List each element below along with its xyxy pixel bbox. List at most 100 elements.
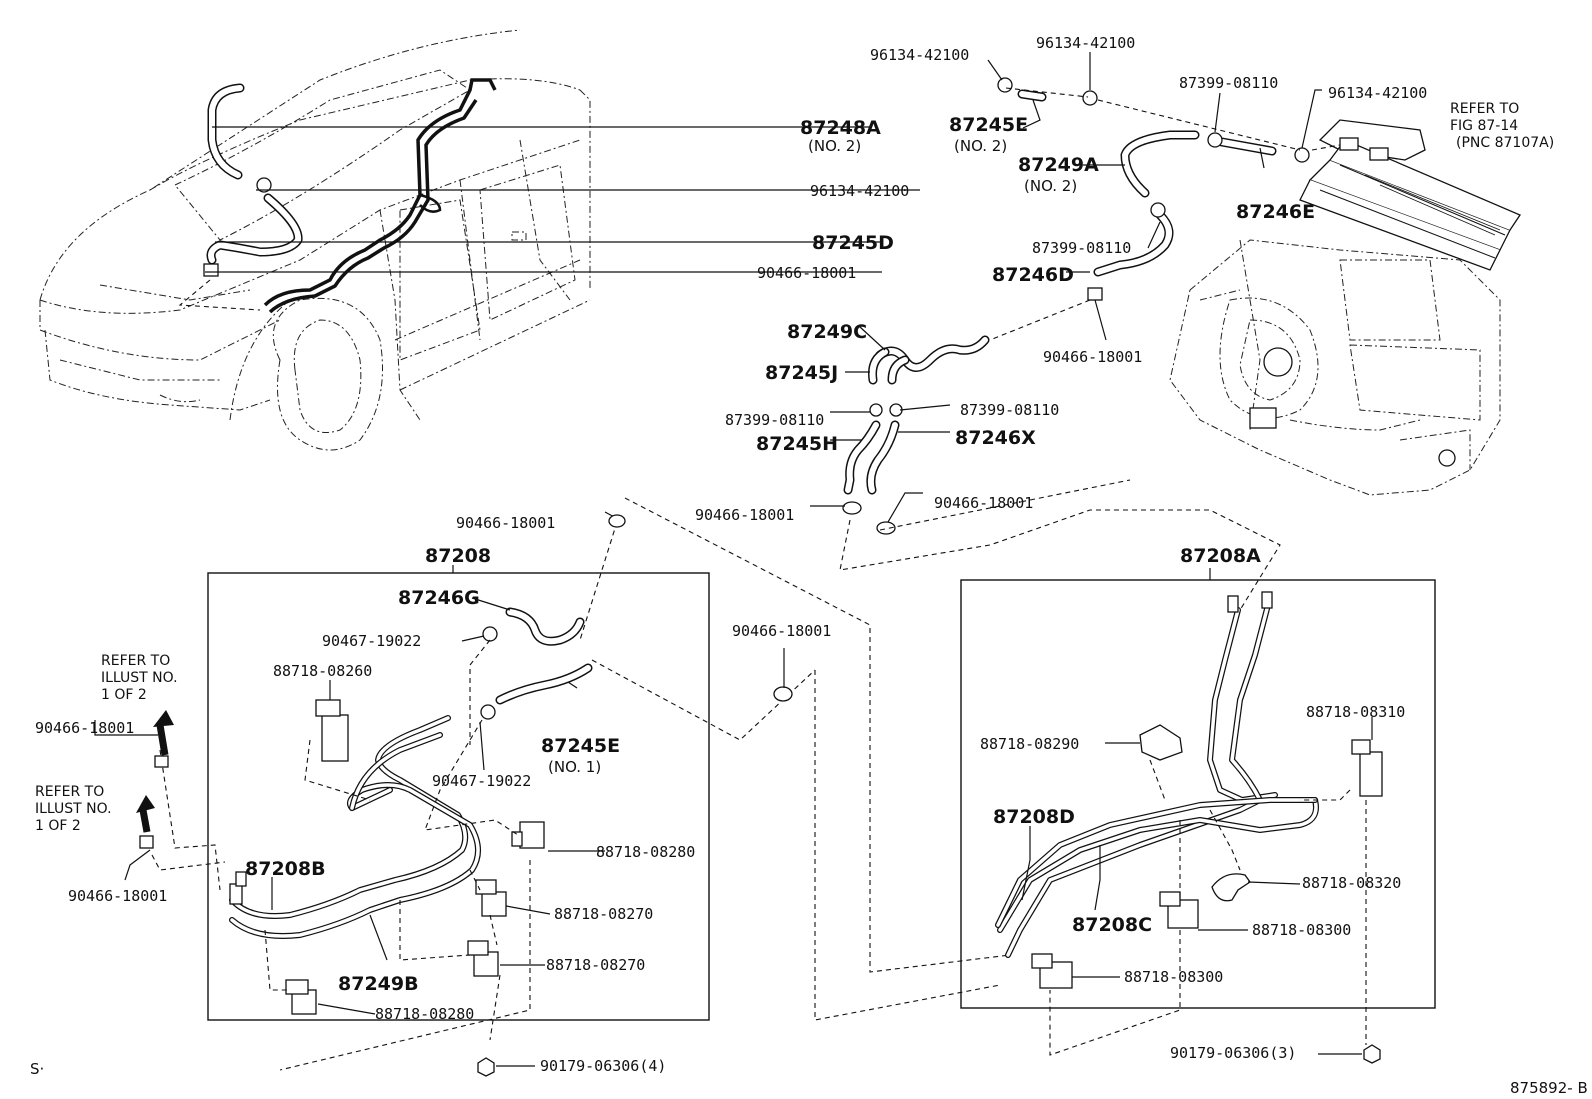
clip-icon bbox=[203, 263, 219, 277]
label-90466-18001-h: 90466-18001 bbox=[68, 887, 167, 905]
clip-icon bbox=[773, 686, 793, 702]
clip-icon bbox=[842, 501, 862, 515]
label-96134-42100-a: 96134-42100 bbox=[870, 46, 969, 64]
label-90466-18001-g: 90466-18001 bbox=[35, 719, 134, 737]
label-90466-18001-d: 90466-18001 bbox=[934, 494, 1033, 512]
label-88718-08260: 88718-08260 bbox=[273, 662, 372, 680]
label-87245e-bot-no: (NO. 1) bbox=[548, 758, 601, 776]
label-87245j: 87245J bbox=[765, 362, 838, 384]
label-88718-08300-a: 88718-08300 bbox=[1252, 921, 1351, 939]
illustration-number: 875892- B bbox=[1510, 1079, 1588, 1097]
clamp-icon bbox=[1294, 147, 1310, 163]
top-clamps bbox=[203, 77, 1310, 535]
label-87249a-no: (NO. 2) bbox=[1024, 177, 1077, 195]
part-labels: 96134-42100 96134-42100 87399-08110 9613… bbox=[30, 34, 1588, 1097]
right-box-leaders bbox=[1021, 568, 1373, 978]
clamp-icon bbox=[1150, 202, 1166, 218]
refer-fig-line2: FIG 87-14 bbox=[1450, 118, 1518, 134]
vehicle-outline-illustration bbox=[39, 29, 591, 451]
sensor-88718-08280-icon bbox=[519, 821, 545, 849]
refer-illus-b-line2: ILLUST NO. bbox=[35, 801, 112, 817]
right-box-dashed-lines bbox=[1049, 759, 1367, 1056]
label-87245h: 87245H bbox=[756, 433, 838, 455]
label-87245e-top: 87245E bbox=[949, 114, 1028, 136]
nut-90179-06306-b-icon bbox=[1363, 1044, 1381, 1064]
left-box-dashed-lines bbox=[151, 497, 1011, 1071]
label-88718-08270-a: 88718-08270 bbox=[554, 905, 653, 923]
clamp-icon bbox=[997, 77, 1013, 93]
label-90179-06306-4: 90179-06306(4) bbox=[540, 1057, 666, 1075]
label-90466-18001-c: 90466-18001 bbox=[695, 506, 794, 524]
label-87245d: 87245D bbox=[812, 232, 894, 254]
label-87208b: 87208B bbox=[245, 858, 326, 880]
label-87248a: 87248A bbox=[800, 117, 881, 139]
label-87208a: 87208A bbox=[1180, 545, 1261, 567]
top-leader-lines bbox=[205, 52, 1322, 523]
sensor-88718-08310-icon bbox=[1359, 751, 1383, 797]
refer-illus-b-line1: REFER TO bbox=[35, 784, 104, 800]
heater-core-illustration bbox=[1299, 119, 1521, 271]
label-87208: 87208 bbox=[425, 545, 491, 567]
label-90466-18001-e: 90466-18001 bbox=[456, 514, 555, 532]
label-88718-08280-b: 88718-08280 bbox=[375, 1005, 474, 1023]
refer-illus-a-line2: ILLUST NO. bbox=[101, 670, 178, 686]
sensor-88718-08270-icon bbox=[481, 891, 507, 917]
clamp-icon bbox=[482, 626, 498, 642]
label-87399-08110-b: 87399-08110 bbox=[1032, 239, 1131, 257]
label-87246e: 87246E bbox=[1236, 201, 1315, 223]
clip-icon bbox=[139, 835, 154, 849]
label-88718-08320: 88718-08320 bbox=[1302, 874, 1401, 892]
label-87246d: 87246D bbox=[992, 264, 1074, 286]
sensor-88718-08290-icon bbox=[1139, 724, 1183, 761]
label-88718-08300-b: 88718-08300 bbox=[1124, 968, 1223, 986]
refer-illus-a-line3: 1 OF 2 bbox=[101, 687, 147, 703]
outside-left-parts bbox=[94, 514, 793, 881]
refer-fig-line1: REFER TO bbox=[1450, 101, 1519, 117]
label-96134-42100-b: 96134-42100 bbox=[1036, 34, 1135, 52]
refer-illus-a-line1: REFER TO bbox=[101, 653, 170, 669]
label-88718-08280-a: 88718-08280 bbox=[596, 843, 695, 861]
label-87245e-top-no: (NO. 2) bbox=[954, 137, 1007, 155]
label-96134-42100-d: 96134-42100 bbox=[810, 182, 909, 200]
label-87399-08110-a: 87399-08110 bbox=[1179, 74, 1278, 92]
assembly-87208a-box bbox=[960, 579, 1436, 1009]
label-90467-19022-a: 90467-19022 bbox=[322, 632, 421, 650]
label-87248a-no: (NO. 2) bbox=[808, 137, 861, 155]
label-90179-06306-3: 90179-06306(3) bbox=[1170, 1044, 1296, 1062]
nut-90179-06306-icon bbox=[477, 1057, 495, 1077]
sensor-88718-08260-icon bbox=[321, 714, 349, 762]
label-96134-42100-c: 96134-42100 bbox=[1328, 84, 1427, 102]
clamp-icon bbox=[869, 403, 883, 417]
clamp-icon bbox=[480, 704, 496, 720]
clip-icon bbox=[608, 514, 626, 528]
top-hoses bbox=[206, 83, 1277, 495]
top-dashed-lines bbox=[178, 87, 1341, 611]
label-90466-18001-f: 90466-18001 bbox=[732, 622, 831, 640]
clamp-icon bbox=[1207, 132, 1223, 148]
assembly-87208-box bbox=[207, 572, 710, 1021]
label-90466-18001-a: 90466-18001 bbox=[757, 264, 856, 282]
refer-fig-line3: (PNC 87107A) bbox=[1456, 135, 1554, 151]
label-88718-08310: 88718-08310 bbox=[1306, 703, 1405, 721]
clip-icon bbox=[154, 755, 169, 768]
label-87208d: 87208D bbox=[993, 806, 1075, 828]
sensor-88718-08320-icon bbox=[1211, 873, 1251, 902]
right-box-parts bbox=[995, 591, 1383, 989]
label-90467-19022-b: 90467-19022 bbox=[432, 772, 531, 790]
clip-icon bbox=[876, 521, 896, 535]
clip-icon bbox=[1087, 287, 1103, 301]
label-87246x: 87246X bbox=[955, 427, 1036, 449]
clamp-icon bbox=[256, 177, 272, 193]
label-90466-18001-b: 90466-18001 bbox=[1043, 348, 1142, 366]
label-87249c: 87249C bbox=[787, 321, 867, 343]
label-88718-08290: 88718-08290 bbox=[980, 735, 1079, 753]
left-box-parts bbox=[229, 607, 593, 1015]
label-87249b: 87249B bbox=[338, 973, 419, 995]
label-87399-08110-c: 87399-08110 bbox=[725, 411, 824, 429]
label-87245e-bot: 87245E bbox=[541, 735, 620, 757]
left-box-leaders bbox=[271, 511, 619, 1015]
label-88718-08270-b: 88718-08270 bbox=[546, 956, 645, 974]
hvac-unit-illustration bbox=[1169, 239, 1501, 496]
corner-mark: S· bbox=[30, 1060, 44, 1078]
